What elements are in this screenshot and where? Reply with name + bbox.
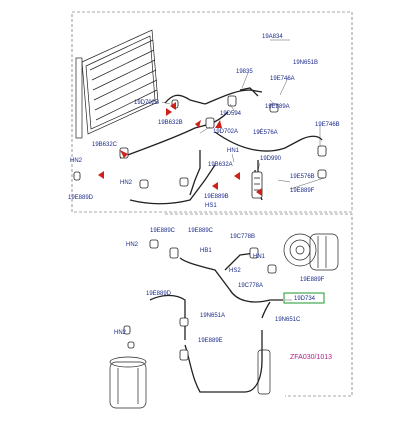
callout-19E746B: 19E746B [315, 122, 340, 128]
callout-19D990: 19D990 [260, 156, 282, 162]
callout-HN1-low: HN1 [253, 254, 266, 260]
callout-19E889E: 19E889E [198, 338, 223, 344]
callout-19B632C: 19B632C [92, 142, 118, 148]
compressor [283, 233, 339, 271]
callout-19D702B: 19D702B [134, 100, 159, 106]
callout-19E889C-b: 19E889C [188, 228, 214, 234]
callout-19E889B: 19E889B [204, 194, 229, 200]
callout-HN1: HN1 [227, 148, 240, 154]
callout-19C778B: 19C778B [230, 234, 255, 240]
callouts: 19A834 19835 19N651B 19E746A 19D702B 19E… [68, 34, 340, 361]
callout-19D734: 19D734 [294, 296, 316, 302]
callout-19N651C: 19N651C [275, 317, 301, 323]
highlight-box [283, 292, 325, 304]
callout-19A834: 19A834 [262, 34, 283, 40]
callout-HS1: HS1 [205, 203, 217, 209]
accumulator [109, 356, 147, 409]
callout-19B632A: 19B632A [208, 162, 233, 168]
callout-19C778A: 19C778A [238, 283, 263, 289]
callout-19E889F: 19E889F [290, 188, 315, 194]
upper-group-frame [71, 11, 353, 213]
lower-group-frame [165, 213, 353, 397]
callout-19E889A: 19E889A [265, 104, 290, 110]
callout-19E576B: 19E576B [290, 174, 315, 180]
callout-19E889D: 19E889D [68, 195, 94, 201]
callout-HN2-left: HN2 [70, 158, 83, 164]
red-arrows [98, 102, 262, 196]
leader-lines [161, 39, 325, 301]
callout-19D702A: 19D702A [213, 129, 238, 135]
callout-19N651B: 19N651B [293, 60, 318, 66]
callout-19E889D-low: 19E889D [146, 291, 172, 297]
callout-19B632B: 19B632B [158, 120, 183, 126]
callout-19E576A: 19E576A [253, 130, 278, 136]
callout-19N651A: 19N651A [200, 313, 225, 319]
callout-HB1: HB1 [200, 248, 212, 254]
condenser [75, 29, 159, 139]
muffler [257, 349, 271, 395]
callout-HN2-bottom: HN2 [114, 330, 127, 336]
lower-lines [149, 252, 283, 393]
callout-19835: 19835 [236, 69, 253, 75]
callout-HN2-low: HN2 [126, 242, 139, 248]
callout-HN2-mid: HN2 [120, 180, 133, 186]
callout-19E746A: 19E746A [270, 76, 295, 82]
callout-19E889F-low: 19E889F [300, 277, 325, 283]
callout-19D594: 19D594 [220, 111, 242, 117]
reference-code: ZFA030/1013 [290, 354, 332, 361]
callout-19E889C-a: 19E889C [150, 228, 176, 234]
callout-HS2: HS2 [229, 268, 241, 274]
